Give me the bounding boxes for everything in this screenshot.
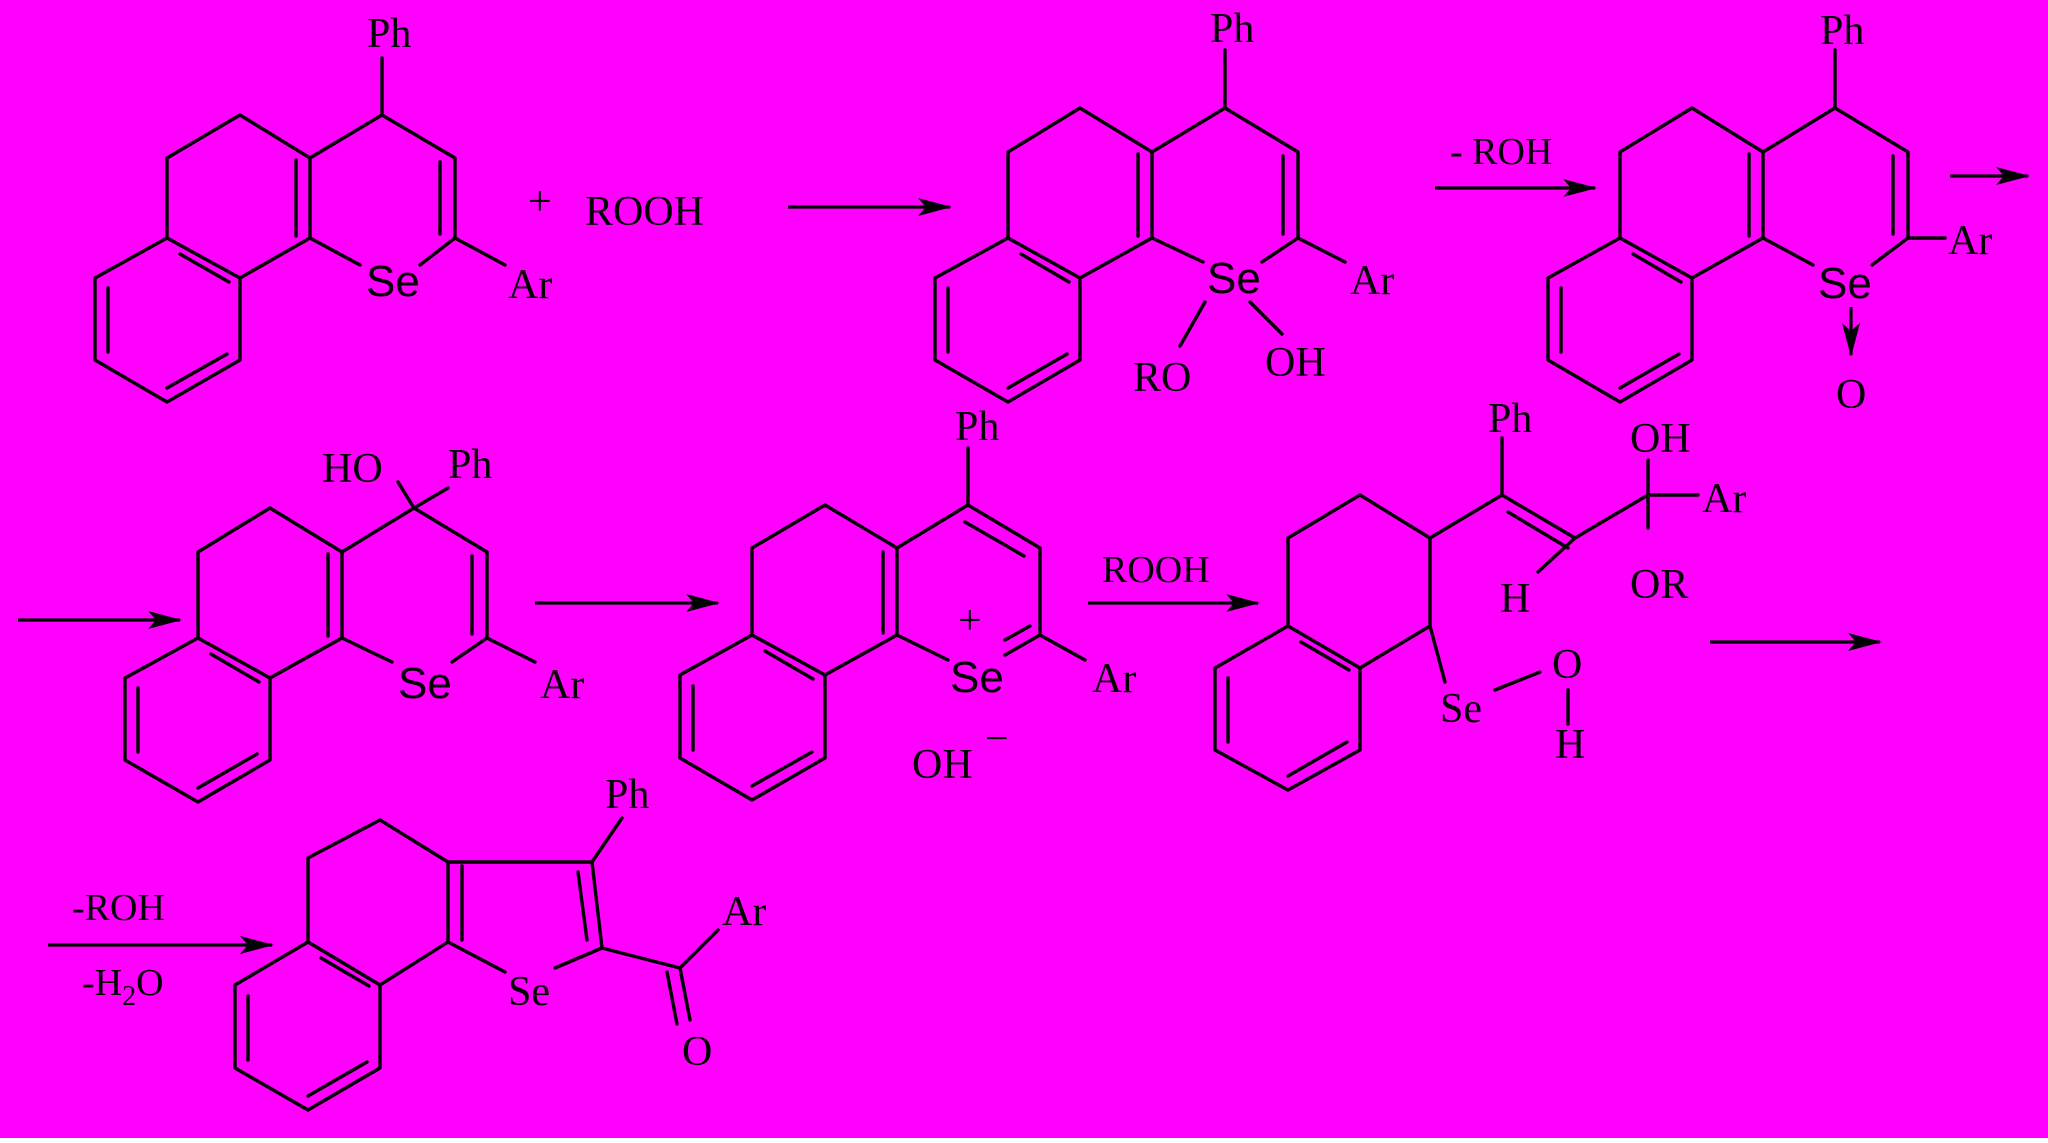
oxygen-label: O [1552,642,1582,688]
alkoxy-label: RO [1133,355,1191,401]
hydroxy-label: OH [1265,340,1326,386]
condition-minus-roh-1: - ROH [1450,131,1552,173]
hydrogen-label: H [1555,722,1585,768]
aryl-label: Ar [1350,258,1394,304]
negative-charge: − [985,716,1009,762]
structure-1-starting-material: Ph Se Ar [93,11,552,404]
phenyl-label: Ph [1820,8,1864,54]
aryl-label: Ar [508,262,552,308]
minus-water-prefix: -H [82,962,122,1004]
minus-water-subscript: 2 [122,981,136,1012]
structure-4-alcohol: HO Ph Se Ar [123,442,584,804]
phenyl-label: Ph [367,11,411,57]
phenyl-label: Ph [1210,6,1254,52]
alkoxy-label: OR [1630,562,1688,608]
selenium-label: Se [1818,259,1872,308]
selenium-label: Se [366,257,420,306]
hydroxide-label: OH [912,742,973,788]
aryl-label: Ar [1948,218,1992,264]
structure-5-selenopyrylium: Ph + Se Ar OH − [678,404,1136,802]
structure-2-selenurane: Ph Se Ar RO OH [933,6,1394,404]
condition-rooh: ROOH [1102,549,1210,591]
condition-minus-water: -H2O [82,962,164,1012]
phenyl-label: Ph [605,772,649,818]
aryl-label: Ar [1092,656,1136,702]
phenyl-label: Ph [1488,396,1532,442]
structure-7-final-product: Ph Se Ar O [233,772,766,1112]
carbonyl-oxygen-label: O [682,1029,712,1075]
structure-3-selenoxide: Ph Se Ar O [1546,8,1992,418]
selenium-label: Se [950,653,1004,702]
selenium-label: Se [1440,686,1482,732]
selenium-label: Se [1207,254,1261,303]
vinyl-hydrogen-label: H [1500,576,1530,622]
selenium-label: Se [398,659,452,708]
hydroxy-label: HO [322,446,383,492]
aryl-label: Ar [540,662,584,708]
condition-minus-roh-2: -ROH [72,887,165,929]
minus-water-suffix: O [136,962,163,1004]
hydroxy-label: OH [1630,416,1691,462]
aryl-label: Ar [722,889,766,935]
structure-6-ring-opened: Ph OH Ar OR H Se O H [1213,396,1746,792]
positive-charge: + [958,598,982,644]
aryl-label: Ar [1702,476,1746,522]
oxygen-label: O [1836,372,1866,418]
phenyl-label: Ph [448,442,492,488]
rooh-reagent: ROOH [585,189,704,235]
selenium-label: Se [508,969,550,1015]
phenyl-label: Ph [955,404,999,450]
plus-sign: + [528,179,552,225]
